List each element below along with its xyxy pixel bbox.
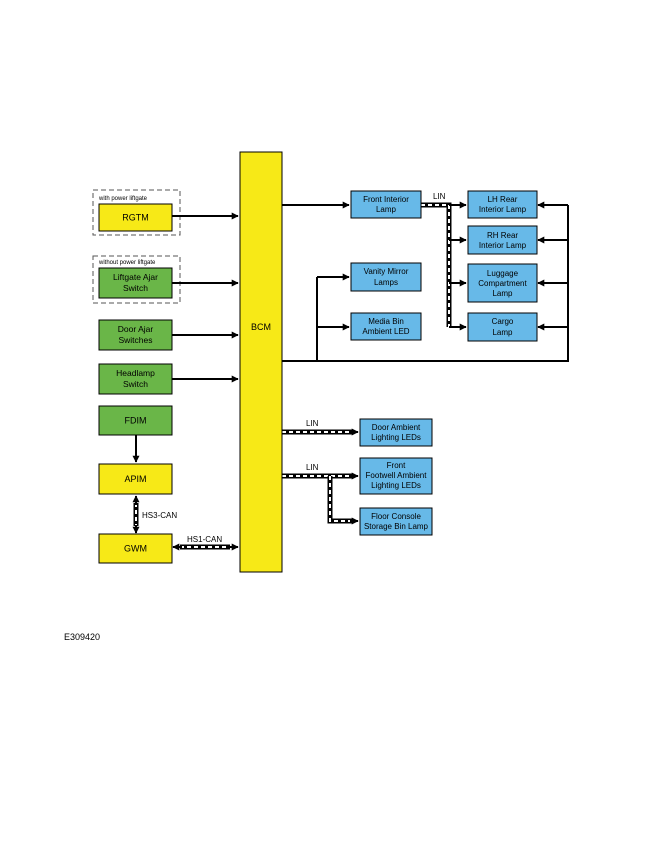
lin-footwell-bus (282, 472, 359, 525)
lin-footwell-label: LIN (306, 463, 319, 472)
lin-door-label: LIN (306, 419, 319, 428)
lh-rear-label-1: LH Rear (488, 195, 518, 204)
bcm-module (239, 151, 283, 573)
front-interior-label-1: Front Interior (363, 195, 409, 204)
vanity-mirror-lamp: Vanity Mirror Lamps (350, 262, 422, 292)
headlamp-label-1: Headlamp (116, 368, 155, 378)
fdim-module: FDIM (98, 405, 173, 436)
liftgate-label-2: Switch (123, 283, 148, 293)
footwell-ambient-lamp: Front Footwell Ambient Lighting LEDs (359, 457, 433, 495)
liftgate-label-1: Liftgate Ajar (113, 272, 158, 282)
lin-rear-bus (421, 201, 467, 331)
power-liftgate-group (92, 189, 181, 236)
cargo-label-1: Cargo (492, 317, 514, 326)
luggage-label-2: Compartment (478, 279, 527, 288)
figure-reference: E309420 (64, 632, 101, 642)
media-bin-label-1: Media Bin (368, 317, 404, 326)
rh-rear-label-2: Interior Lamp (479, 241, 527, 250)
luggage-label-3: Lamp (492, 289, 513, 298)
headlamp-label-2: Switch (123, 379, 148, 389)
front-interior-label-2: Lamp (376, 205, 397, 214)
apim-module: APIM (98, 463, 173, 495)
hs3-can-label: HS3-CAN (142, 511, 177, 520)
front-interior-lamp: Front Interior Lamp (350, 190, 422, 219)
hs1-can-label: HS1-CAN (187, 535, 222, 544)
no-power-liftgate-group (92, 255, 181, 304)
floor-console-label-2: Storage Bin Lamp (364, 522, 429, 531)
door-ajar-module: Door Ajar Switches (98, 319, 173, 351)
lin-rear-label: LIN (433, 192, 446, 201)
bcm-label: BCM (251, 322, 271, 332)
vanity-label-1: Vanity Mirror (364, 267, 409, 276)
lh-rear-label-2: Interior Lamp (479, 205, 527, 214)
gwm-module: GWM (98, 533, 173, 564)
footwell-label-3: Lighting LEDs (371, 481, 421, 490)
liftgate-ajar-module: Liftgate Ajar Switch (98, 267, 173, 299)
vanity-label-2: Lamps (374, 278, 398, 287)
media-bin-label-2: Ambient LED (362, 327, 409, 336)
lh-rear-lamp: LH Rear Interior Lamp (467, 190, 538, 219)
footwell-label-1: Front (387, 461, 406, 470)
gwm-label: GWM (124, 544, 147, 554)
rgtm-module: RGTM (98, 203, 173, 232)
luggage-compartment-lamp: Luggage Compartment Lamp (467, 263, 538, 303)
footwell-label-2: Footwell Ambient (366, 471, 428, 480)
rh-rear-label-1: RH Rear (487, 231, 518, 240)
floor-console-label-1: Floor Console (371, 512, 421, 521)
rh-rear-lamp: RH Rear Interior Lamp (467, 225, 538, 255)
headlamp-switch-module: Headlamp Switch (98, 363, 173, 395)
connections (132, 201, 569, 551)
door-ajar-label-1: Door Ajar (118, 324, 154, 334)
without-power-liftgate-label: without power liftgate (98, 260, 156, 266)
media-bin-lamp: Media Bin Ambient LED (350, 312, 422, 341)
floor-console-lamp: Floor Console Storage Bin Lamp (359, 507, 433, 536)
cargo-lamp: Cargo Lamp (467, 312, 538, 342)
bcm-rear-feed-line (282, 205, 569, 362)
apim-label: APIM (124, 474, 146, 484)
luggage-label-1: Luggage (487, 269, 519, 278)
door-ambient-label-2: Lighting LEDs (371, 433, 421, 442)
rgtm-label: RGTM (122, 213, 149, 223)
with-power-liftgate-label: with power liftgate (98, 196, 148, 202)
door-ambient-label-1: Door Ambient (372, 423, 421, 432)
fdim-label: FDIM (125, 416, 147, 426)
door-ajar-label-2: Switches (118, 335, 152, 345)
door-ambient-lamp: Door Ambient Lighting LEDs (359, 418, 433, 447)
cargo-label-2: Lamp (492, 328, 513, 337)
